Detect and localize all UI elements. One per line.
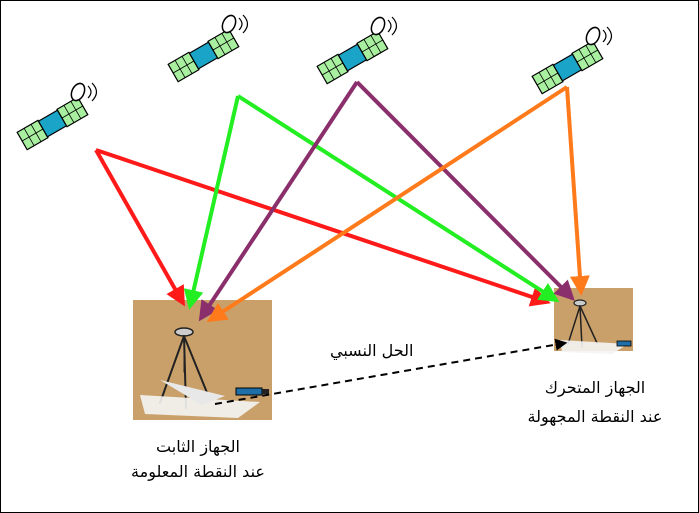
signal-sat4-to-mobile <box>565 86 590 296</box>
mobile-receiver-antenna-icon <box>616 340 632 347</box>
baseline-label: الحل النسبي <box>330 341 414 360</box>
signal-sat1-to-fixed <box>94 149 185 307</box>
signal-sat3-to-fixed <box>198 80 359 322</box>
signal-sat2-to-fixed <box>183 95 240 310</box>
satellite-icon <box>531 24 613 95</box>
mobile-receiver-label-line2: عند النقطة المجهولة <box>527 407 663 426</box>
satellite-icon <box>167 12 249 83</box>
fixed-receiver-antenna-icon <box>235 387 269 396</box>
fixed-receiver-label-line1: الجهاز الثابت <box>156 437 240 456</box>
signal-sat1-to-mobile <box>95 148 551 307</box>
mobile-receiver-tripod-icon <box>560 299 628 354</box>
fixed-receiver-label-line2: عند النقطة المعلومة <box>131 462 265 481</box>
signal-sat3-to-mobile <box>355 80 575 301</box>
signal-sat4-to-fixed <box>206 85 569 323</box>
mobile-receiver-label-line1: الجهاز المتحرك <box>544 378 646 397</box>
satellite-icon <box>316 14 398 85</box>
satellite-icon <box>16 80 98 151</box>
